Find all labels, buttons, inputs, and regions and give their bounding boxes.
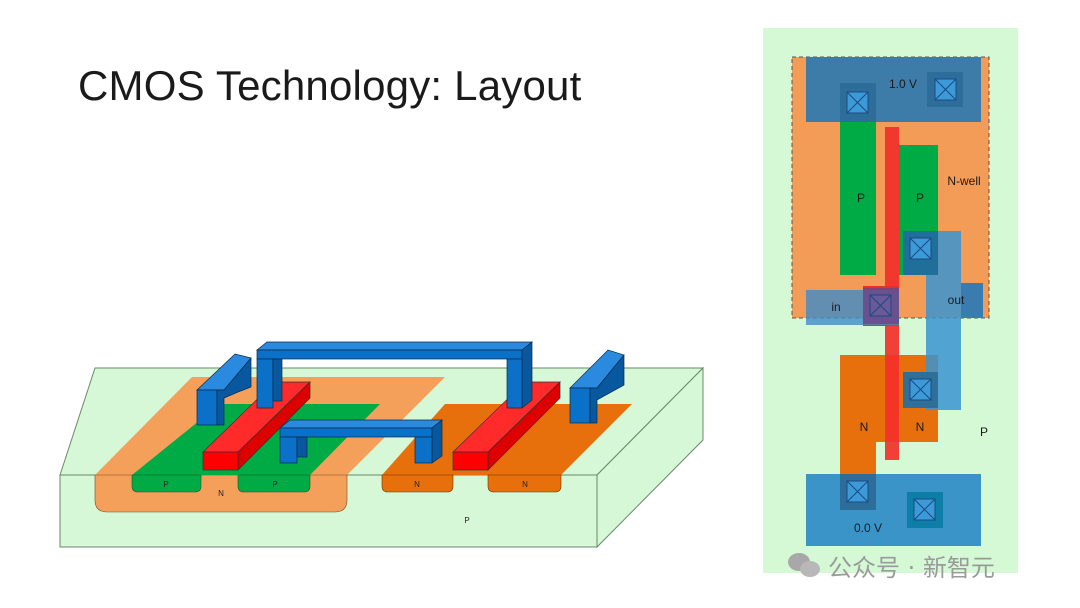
output-label: out xyxy=(948,293,965,307)
ndiff-right-label: N xyxy=(916,420,925,434)
input-label: in xyxy=(831,300,840,314)
gnd-rail xyxy=(806,474,981,546)
poly-gate-right xyxy=(452,381,561,471)
ndiff-right-front xyxy=(487,474,562,493)
ndiff-left-label: N xyxy=(414,480,420,489)
nwell-label: N-well xyxy=(947,174,980,188)
watermark: 公众号 · 新智元 xyxy=(788,548,995,583)
ndiff-left xyxy=(840,355,876,475)
pdiff-left-label: P xyxy=(163,480,168,489)
ndiff-left-label: N xyxy=(860,420,869,434)
pdiff-left-label: P xyxy=(857,191,865,205)
metal-bridge-output xyxy=(256,341,533,409)
via-x-icon xyxy=(846,78,957,521)
metal-contact-vdd xyxy=(196,353,252,426)
pdiff-right-label: P xyxy=(272,480,277,489)
substrate-label: P xyxy=(980,425,988,439)
poly-gate-left xyxy=(202,381,311,471)
pdiff-left-front xyxy=(131,474,202,493)
wechat-icon xyxy=(788,552,822,579)
watermark-text: 公众号 · 新智元 xyxy=(828,554,995,582)
vdd-label: 1.0 V xyxy=(889,77,917,91)
metal-bridge-input xyxy=(279,419,443,464)
metal-contact-gnd xyxy=(569,349,625,424)
substrate-label: P xyxy=(464,516,469,525)
pdiff-right-label: P xyxy=(916,191,924,205)
ndiff-right-label: N xyxy=(522,480,528,489)
nwell-label: N xyxy=(218,489,224,498)
ndiff-left-front xyxy=(381,474,454,493)
pdiff-left xyxy=(840,122,876,275)
pdiff-right-front xyxy=(237,474,311,493)
contact-icon xyxy=(840,72,963,528)
output-metal-tab xyxy=(961,283,983,318)
gnd-label: 0.0 V xyxy=(854,521,882,535)
slide-title: CMOS Technology: Layout xyxy=(78,62,582,109)
